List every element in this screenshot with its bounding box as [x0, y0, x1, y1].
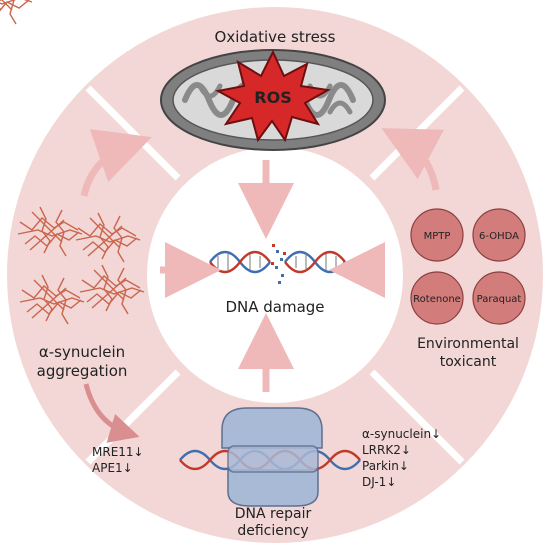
dna-damage-label: DNA damage — [225, 298, 324, 316]
environmental-toxicant-line1: Environmental — [417, 336, 519, 352]
toxicant-label: 6-OHDA — [479, 231, 519, 242]
ros-label: ROS — [254, 88, 291, 107]
environmental-toxicant-line2: toxicant — [440, 354, 497, 370]
repair-right-item: Parkin↓ — [362, 459, 409, 473]
ros-star-icon: ROS — [215, 49, 332, 143]
repair-left-item: APE1↓ — [92, 461, 133, 475]
repair-left-item: MRE11↓ — [92, 445, 144, 459]
pathway-arrows — [80, 128, 445, 392]
synuclein-aggregation-line2: aggregation — [37, 362, 128, 380]
repair-protein-front — [227, 445, 319, 473]
repair-right-item: α-synuclein↓ — [362, 427, 441, 441]
dna-repair-line1: DNA repair — [235, 506, 312, 522]
toxicant-label: Rotenone — [413, 294, 461, 305]
oxidative-stress-title: Oxidative stress — [215, 28, 336, 46]
toxicant-circles: MPTP 6-OHDA Rotenone Paraquat — [410, 208, 526, 325]
inner-disk — [147, 147, 403, 403]
toxicant-circle — [410, 208, 464, 262]
repair-right-item: DJ-1↓ — [362, 475, 396, 489]
toxicant-circle — [410, 271, 464, 325]
arrow-left-to-bottom — [83, 383, 140, 443]
arrow-right-to-top — [381, 128, 445, 191]
toxicant-circle — [472, 208, 526, 262]
arrow-left-to-top — [80, 129, 152, 197]
dna-repair-line2: deficiency — [237, 523, 308, 539]
toxicant-label: MPTP — [424, 231, 451, 242]
toxicant-circle — [472, 271, 526, 325]
synuclein-fibril-icon — [0, 0, 145, 325]
synuclein-aggregation-line1: α-synuclein — [39, 343, 125, 361]
repair-right-item: LRRK2↓ — [362, 443, 411, 457]
repair-protein-icon — [221, 407, 323, 507]
toxicant-label: Paraquat — [477, 294, 522, 305]
